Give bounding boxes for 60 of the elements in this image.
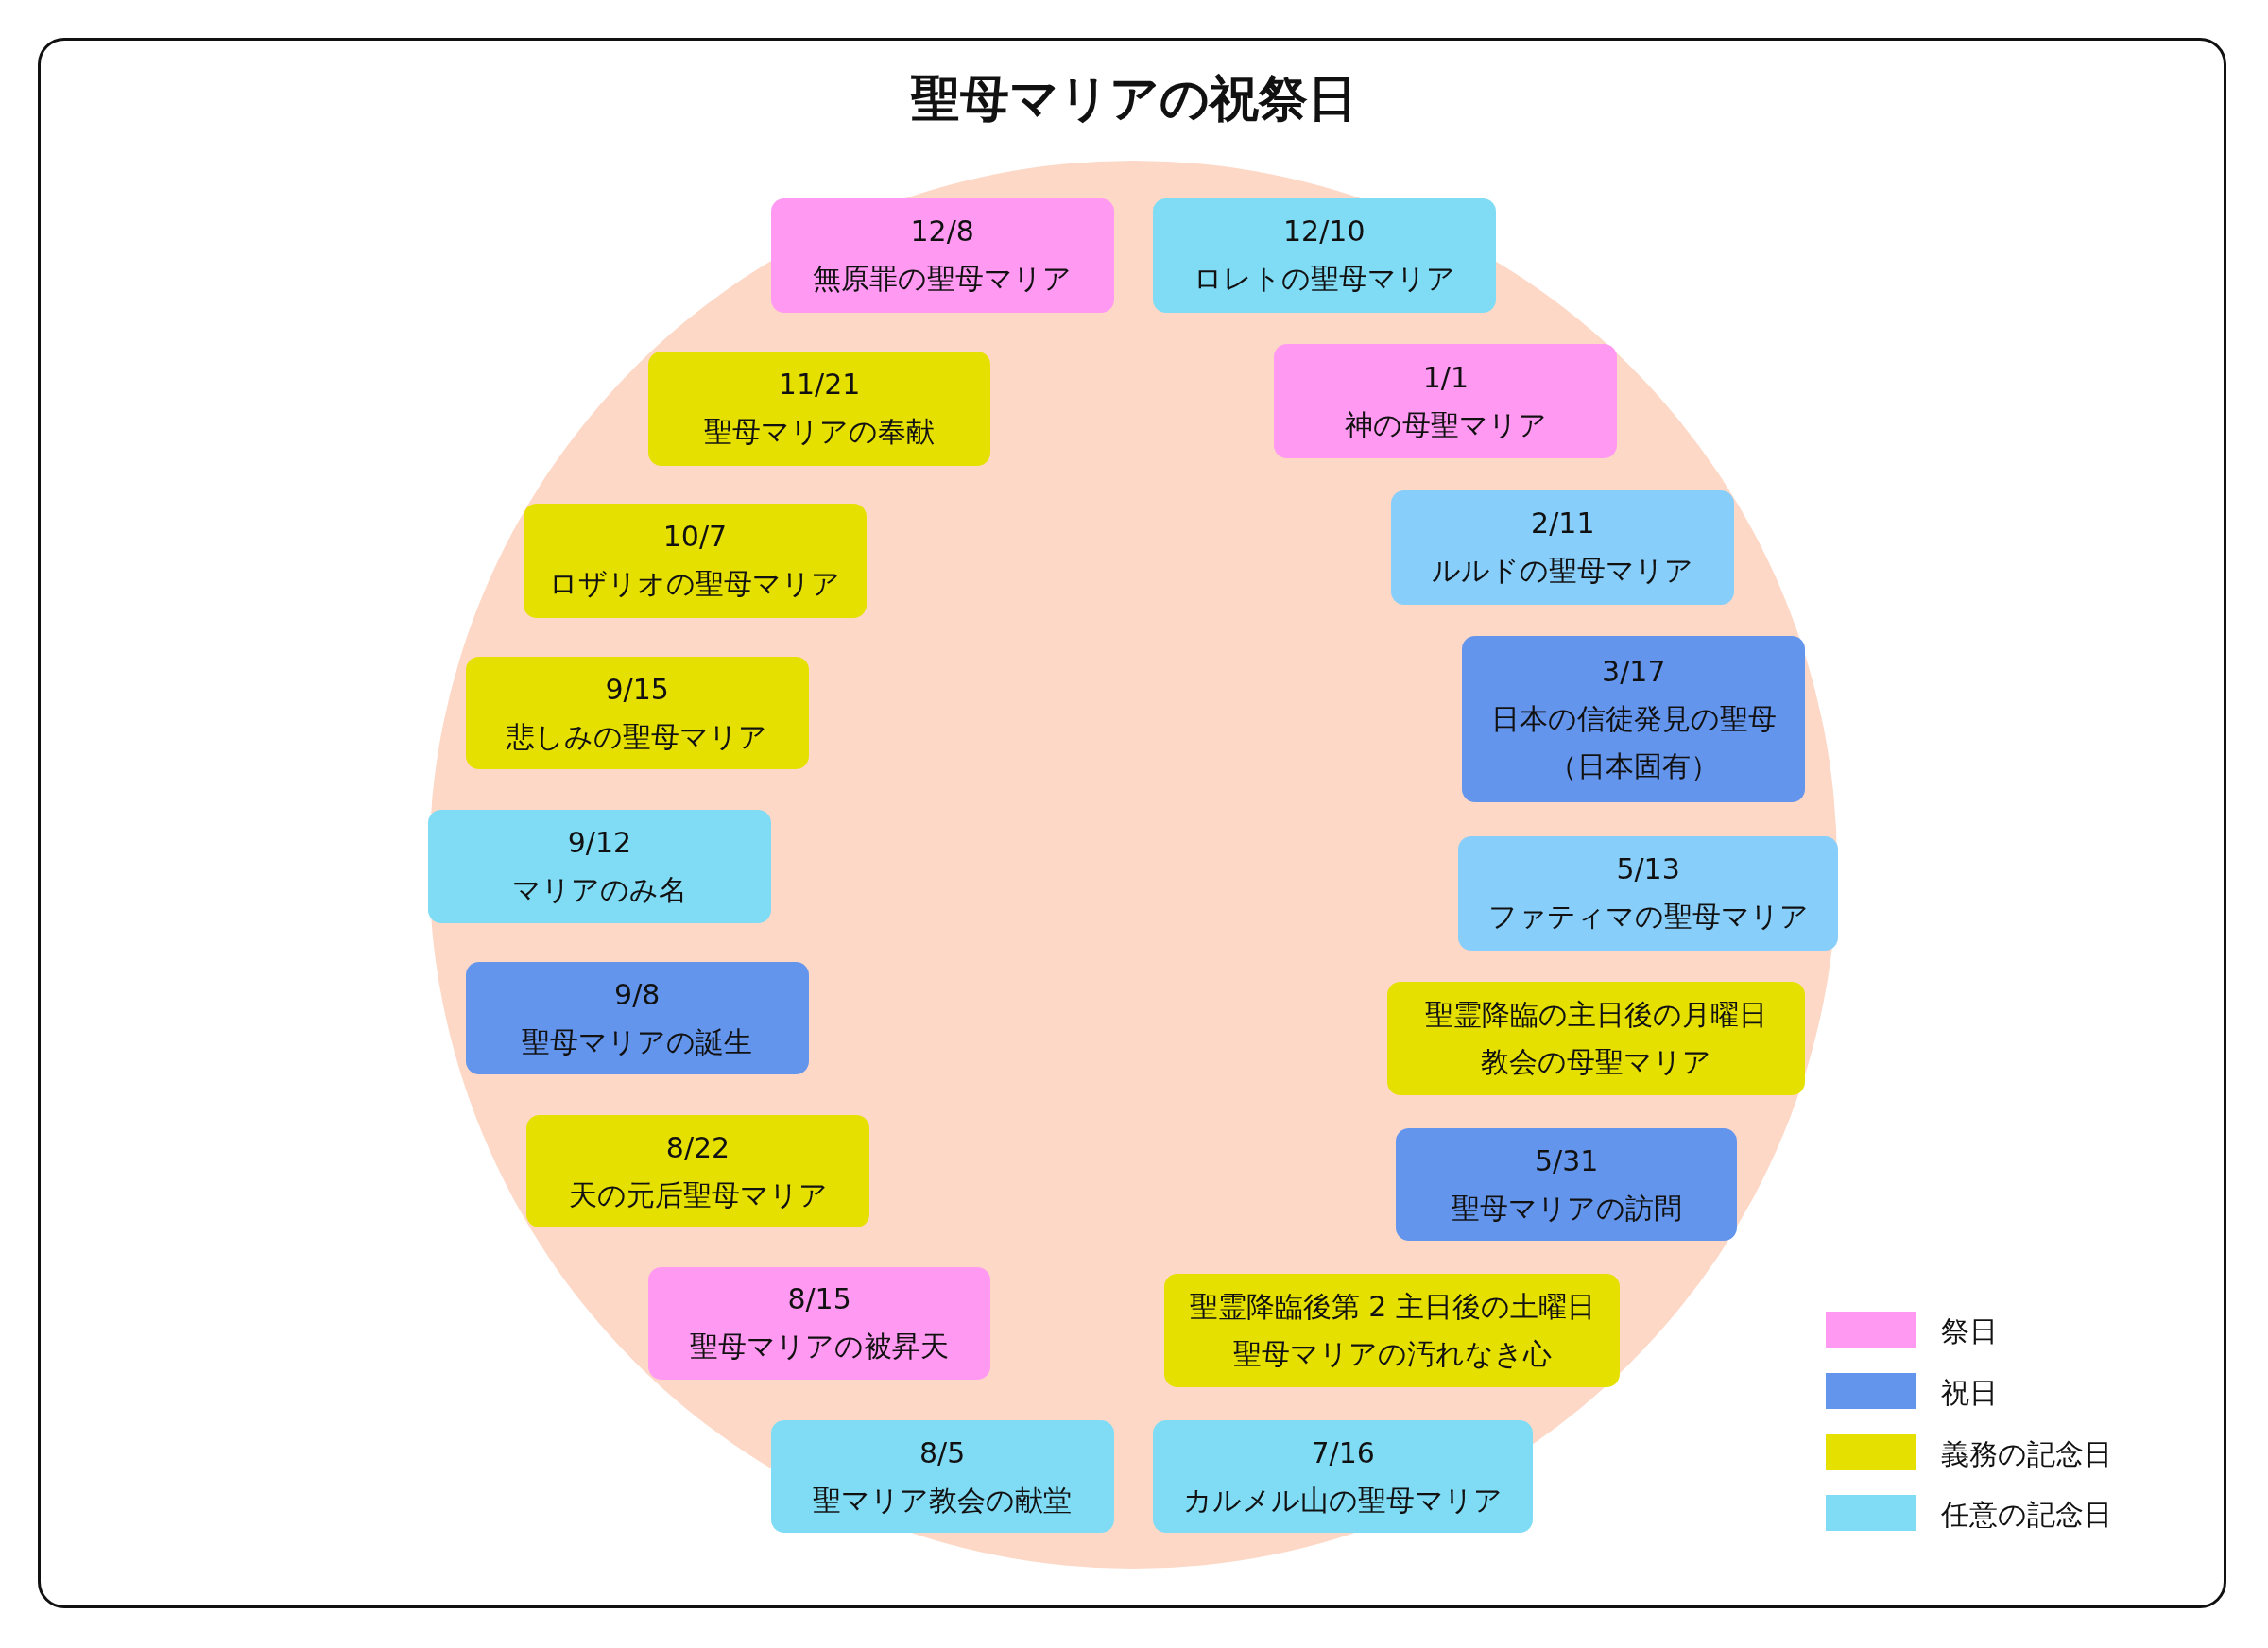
feast-card (1274, 344, 1618, 459)
feast-card (465, 961, 809, 1075)
legend-label: 祭日 (1941, 1313, 1999, 1350)
feast-name: 天の元后聖母マリア (568, 1176, 828, 1213)
date-text: 11/21 (778, 367, 861, 403)
feast-card (1396, 1127, 1738, 1242)
date-text: 8/15 (787, 1281, 851, 1318)
date-text: 7/16 (1311, 1434, 1375, 1471)
feast-card (1462, 636, 1806, 803)
date-text: 8/22 (665, 1129, 730, 1166)
date-text: 8/5 (919, 1434, 966, 1471)
date-text: 12/8 (910, 214, 974, 250)
feast-card (465, 656, 809, 770)
feast-name: カルメル山の聖母マリア (1183, 1482, 1503, 1519)
feast-name: 無原罪の聖母マリア (813, 261, 1073, 298)
feast-name: 聖母マリアの奉献 (704, 414, 936, 451)
date-text: 9/8 (614, 976, 661, 1013)
feast-name: （日本固有） (1548, 748, 1719, 785)
feast-name: 日本の信徒発見の聖母 (1490, 701, 1777, 738)
feast-name: 神の母聖マリア (1344, 406, 1547, 443)
feast-card (647, 1266, 991, 1381)
date-text: 2/11 (1531, 506, 1595, 542)
date-text: 9/15 (605, 671, 669, 708)
feast-card (524, 503, 867, 618)
feast-name: 聖母マリアの訪問 (1451, 1190, 1682, 1227)
feast-card (770, 197, 1114, 313)
feast-name: 聖マリア教会の献堂 (813, 1482, 1073, 1519)
feast-card (647, 351, 991, 466)
feast-name: 聖母マリアの誕生 (522, 1023, 753, 1060)
feast-name: ファティマの聖母マリア (1487, 899, 1809, 936)
date-text: 5/13 (1616, 851, 1680, 888)
feast-card (1457, 835, 1839, 951)
feast-name: 聖母マリアの汚れなき心 (1232, 1336, 1552, 1373)
date-text: 3/17 (1602, 654, 1666, 691)
feast-card (1164, 1274, 1621, 1387)
feast-card (1391, 489, 1735, 605)
legend-label: 義務の記念日 (1941, 1435, 2113, 1472)
date-text: 5/31 (1534, 1142, 1599, 1179)
feast-card (1152, 197, 1496, 313)
feast-name: 悲しみの聖母マリア (507, 718, 768, 755)
date-text: 12/10 (1283, 214, 1366, 250)
feast-card (428, 810, 771, 923)
legend-label: 祝日 (1941, 1375, 1999, 1411)
feast-card (1152, 1420, 1534, 1534)
feast-name: 聖母マリアの被昇天 (690, 1329, 950, 1365)
legend-label: 任意の記念日 (1941, 1497, 2113, 1534)
feast-name: 聖霊降臨後第 2 主日後の土曜日 (1189, 1289, 1595, 1326)
feast-card (1386, 982, 1806, 1095)
date-text: 10/7 (662, 519, 728, 556)
feast-name: ルルドの聖母マリア (1432, 553, 1694, 590)
feast-name: 聖霊降臨の主日後の月曜日 (1425, 996, 1767, 1033)
feast-name: ロザリオの聖母マリア (549, 566, 841, 603)
feast-card (770, 1420, 1114, 1534)
feast-name: ロレトの聖母マリア (1193, 261, 1455, 298)
date-text: 1/1 (1422, 359, 1469, 396)
date-text: 9/12 (567, 824, 632, 861)
feast-name: 教会の母聖マリア (1481, 1043, 1711, 1080)
feast-name: マリアのみ名 (511, 871, 687, 908)
diagram-title: 聖母マリアの祝祭日 (911, 69, 1357, 129)
feast-card (526, 1115, 869, 1228)
